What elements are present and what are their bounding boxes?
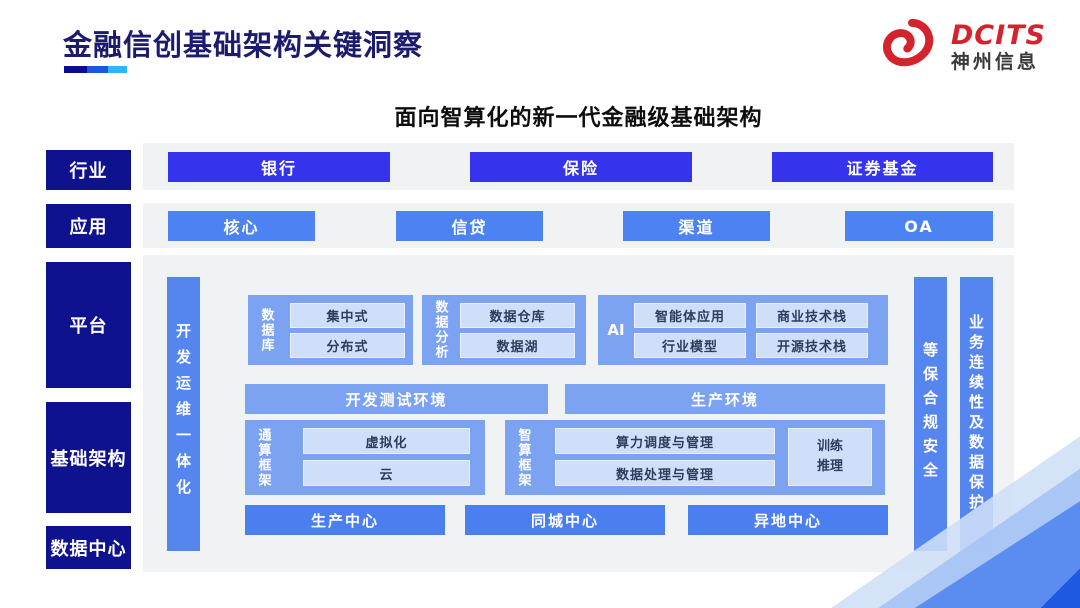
group-database-label-wrap: 数据库 bbox=[248, 295, 284, 365]
block-channel: 渠道 bbox=[623, 211, 770, 241]
block-remote-center: 异地中心 bbox=[688, 505, 888, 535]
block-insurance: 保险 bbox=[470, 152, 692, 182]
block-devtest-environment: 开发测试环境 bbox=[245, 384, 548, 414]
continuity-protection-vertical-bar: 业务连续性及数据保护 bbox=[960, 277, 993, 551]
logo-company-text: 神州信息 bbox=[950, 51, 1039, 74]
logo-brand-text: DCITS bbox=[950, 19, 1046, 51]
block-production-environment: 生产环境 bbox=[565, 384, 885, 414]
devops-vertical-bar: 开发运维一体化 bbox=[167, 277, 200, 551]
group-intelligent-framework: 智算框架 算力调度与管理 数据处理与管理 训练推理 bbox=[505, 420, 885, 495]
block-data-processing: 数据处理与管理 bbox=[555, 460, 775, 486]
sidebar-item-industry: 行业 bbox=[46, 150, 131, 190]
underline-segment-blue bbox=[87, 66, 108, 73]
block-distributed: 分布式 bbox=[290, 333, 405, 358]
block-compute-scheduling: 算力调度与管理 bbox=[555, 428, 775, 454]
group-intelligent-framework-label-wrap: 智算框架 bbox=[505, 420, 541, 495]
sidebar-item-datacenter: 数据中心 bbox=[46, 526, 131, 569]
block-industry-models: 行业模型 bbox=[634, 333, 746, 358]
sidebar-item-application: 应用 bbox=[46, 204, 131, 248]
block-bank: 银行 bbox=[168, 152, 390, 182]
logo-text-block: DCITS 神州信息 bbox=[951, 21, 1046, 74]
block-centralized: 集中式 bbox=[290, 303, 405, 328]
block-securities-funds: 证券基金 bbox=[772, 152, 993, 182]
group-intelligent-framework-label: 智算框架 bbox=[515, 427, 531, 488]
block-core: 核心 bbox=[168, 211, 315, 241]
devops-vertical-bar-label: 开发运维一体化 bbox=[174, 323, 192, 505]
security-compliance-vertical-bar-label: 等保合规安全 bbox=[921, 342, 939, 486]
security-compliance-vertical-bar: 等保合规安全 bbox=[914, 277, 947, 551]
block-credit: 信贷 bbox=[396, 211, 543, 241]
title-underline-accent bbox=[64, 66, 127, 73]
block-data-warehouse: 数据仓库 bbox=[460, 303, 575, 328]
block-training-inference-label: 训练推理 bbox=[816, 438, 843, 474]
sidebar-item-infrastructure: 基础架构 bbox=[46, 402, 131, 513]
underline-segment-cyan bbox=[108, 66, 127, 73]
dcits-swirl-logo-icon bbox=[874, 16, 942, 78]
block-samecity-center: 同城中心 bbox=[465, 505, 665, 535]
group-ai-label: AI bbox=[607, 321, 625, 339]
block-oa: OA bbox=[845, 211, 993, 241]
group-data-analytics-label-wrap: 数据分析 bbox=[422, 295, 458, 365]
slide-title: 金融信创基础架构关键洞察 bbox=[63, 28, 424, 62]
block-production-center: 生产中心 bbox=[245, 505, 445, 535]
company-logo: DCITS 神州信息 bbox=[874, 16, 1046, 78]
group-database-label: 数据库 bbox=[258, 307, 274, 353]
block-opensource-stack: 开源技术栈 bbox=[756, 333, 868, 358]
block-cloud: 云 bbox=[303, 460, 470, 486]
diagram-heading: 面向智算化的新一代金融级基础架构 bbox=[394, 106, 763, 131]
group-ai: AI 智能体应用 商业技术栈 行业模型 开源技术栈 bbox=[598, 295, 888, 365]
continuity-protection-vertical-bar-label: 业务连续性及数据保护 bbox=[967, 314, 985, 514]
group-general-framework: 通算框架 虚拟化 云 bbox=[245, 420, 485, 495]
group-general-framework-label-wrap: 通算框架 bbox=[245, 420, 281, 495]
block-data-lake: 数据湖 bbox=[460, 333, 575, 358]
block-commercial-stack: 商业技术栈 bbox=[756, 303, 868, 328]
sidebar-item-platform: 平台 bbox=[46, 262, 131, 388]
group-data-analytics: 数据分析 数据仓库 数据湖 bbox=[422, 295, 586, 365]
group-general-framework-label: 通算框架 bbox=[255, 427, 271, 488]
block-virtualization: 虚拟化 bbox=[303, 428, 470, 454]
platform-panel: 开发运维一体化 数据库 集中式 分布式 数据分析 数据仓库 数据湖 AI 智能体… bbox=[143, 255, 1014, 572]
block-training-inference: 训练推理 bbox=[788, 428, 872, 486]
underline-segment-dark bbox=[64, 66, 87, 73]
group-data-analytics-label: 数据分析 bbox=[432, 300, 448, 360]
block-agent-apps: 智能体应用 bbox=[634, 303, 746, 328]
group-database: 数据库 集中式 分布式 bbox=[248, 295, 413, 365]
